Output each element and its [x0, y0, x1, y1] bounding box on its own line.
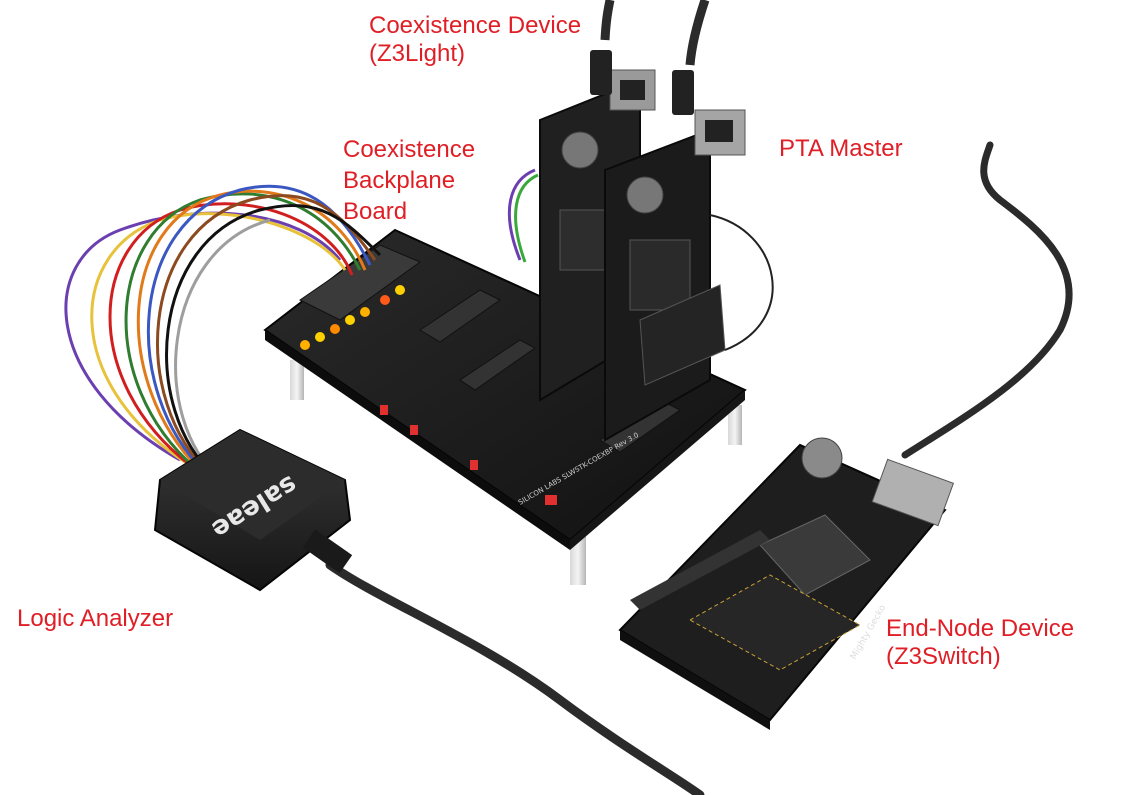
standoff — [290, 360, 304, 400]
top-usb-cable-2 — [685, 0, 710, 66]
pta-master-board — [604, 70, 774, 442]
jumper-wires — [64, 168, 539, 480]
logic-analyzer-label: Logic Analyzer — [17, 605, 174, 632]
coexistence-device-label: Coexistence Device (Z3Light) — [369, 12, 582, 67]
analyzer-usb-cable — [325, 560, 705, 795]
backplane-board-label: Coexistence Backplane Board — [343, 136, 476, 225]
end-node-device-board: Mighty Gecko — [618, 437, 955, 730]
pta-master-label: PTA Master — [779, 135, 903, 162]
top-usb-cable-1 — [600, 0, 615, 41]
logic-analyzer-device: saleae — [153, 428, 353, 592]
standoff — [728, 405, 742, 445]
backplane-board: SILICON LABS SLWSTK-COEXBP Rev 3.0 — [263, 228, 747, 585]
end-node-usb-cable — [901, 141, 1073, 459]
end-node-device-label: End-Node Device (Z3Switch) — [886, 615, 1075, 670]
